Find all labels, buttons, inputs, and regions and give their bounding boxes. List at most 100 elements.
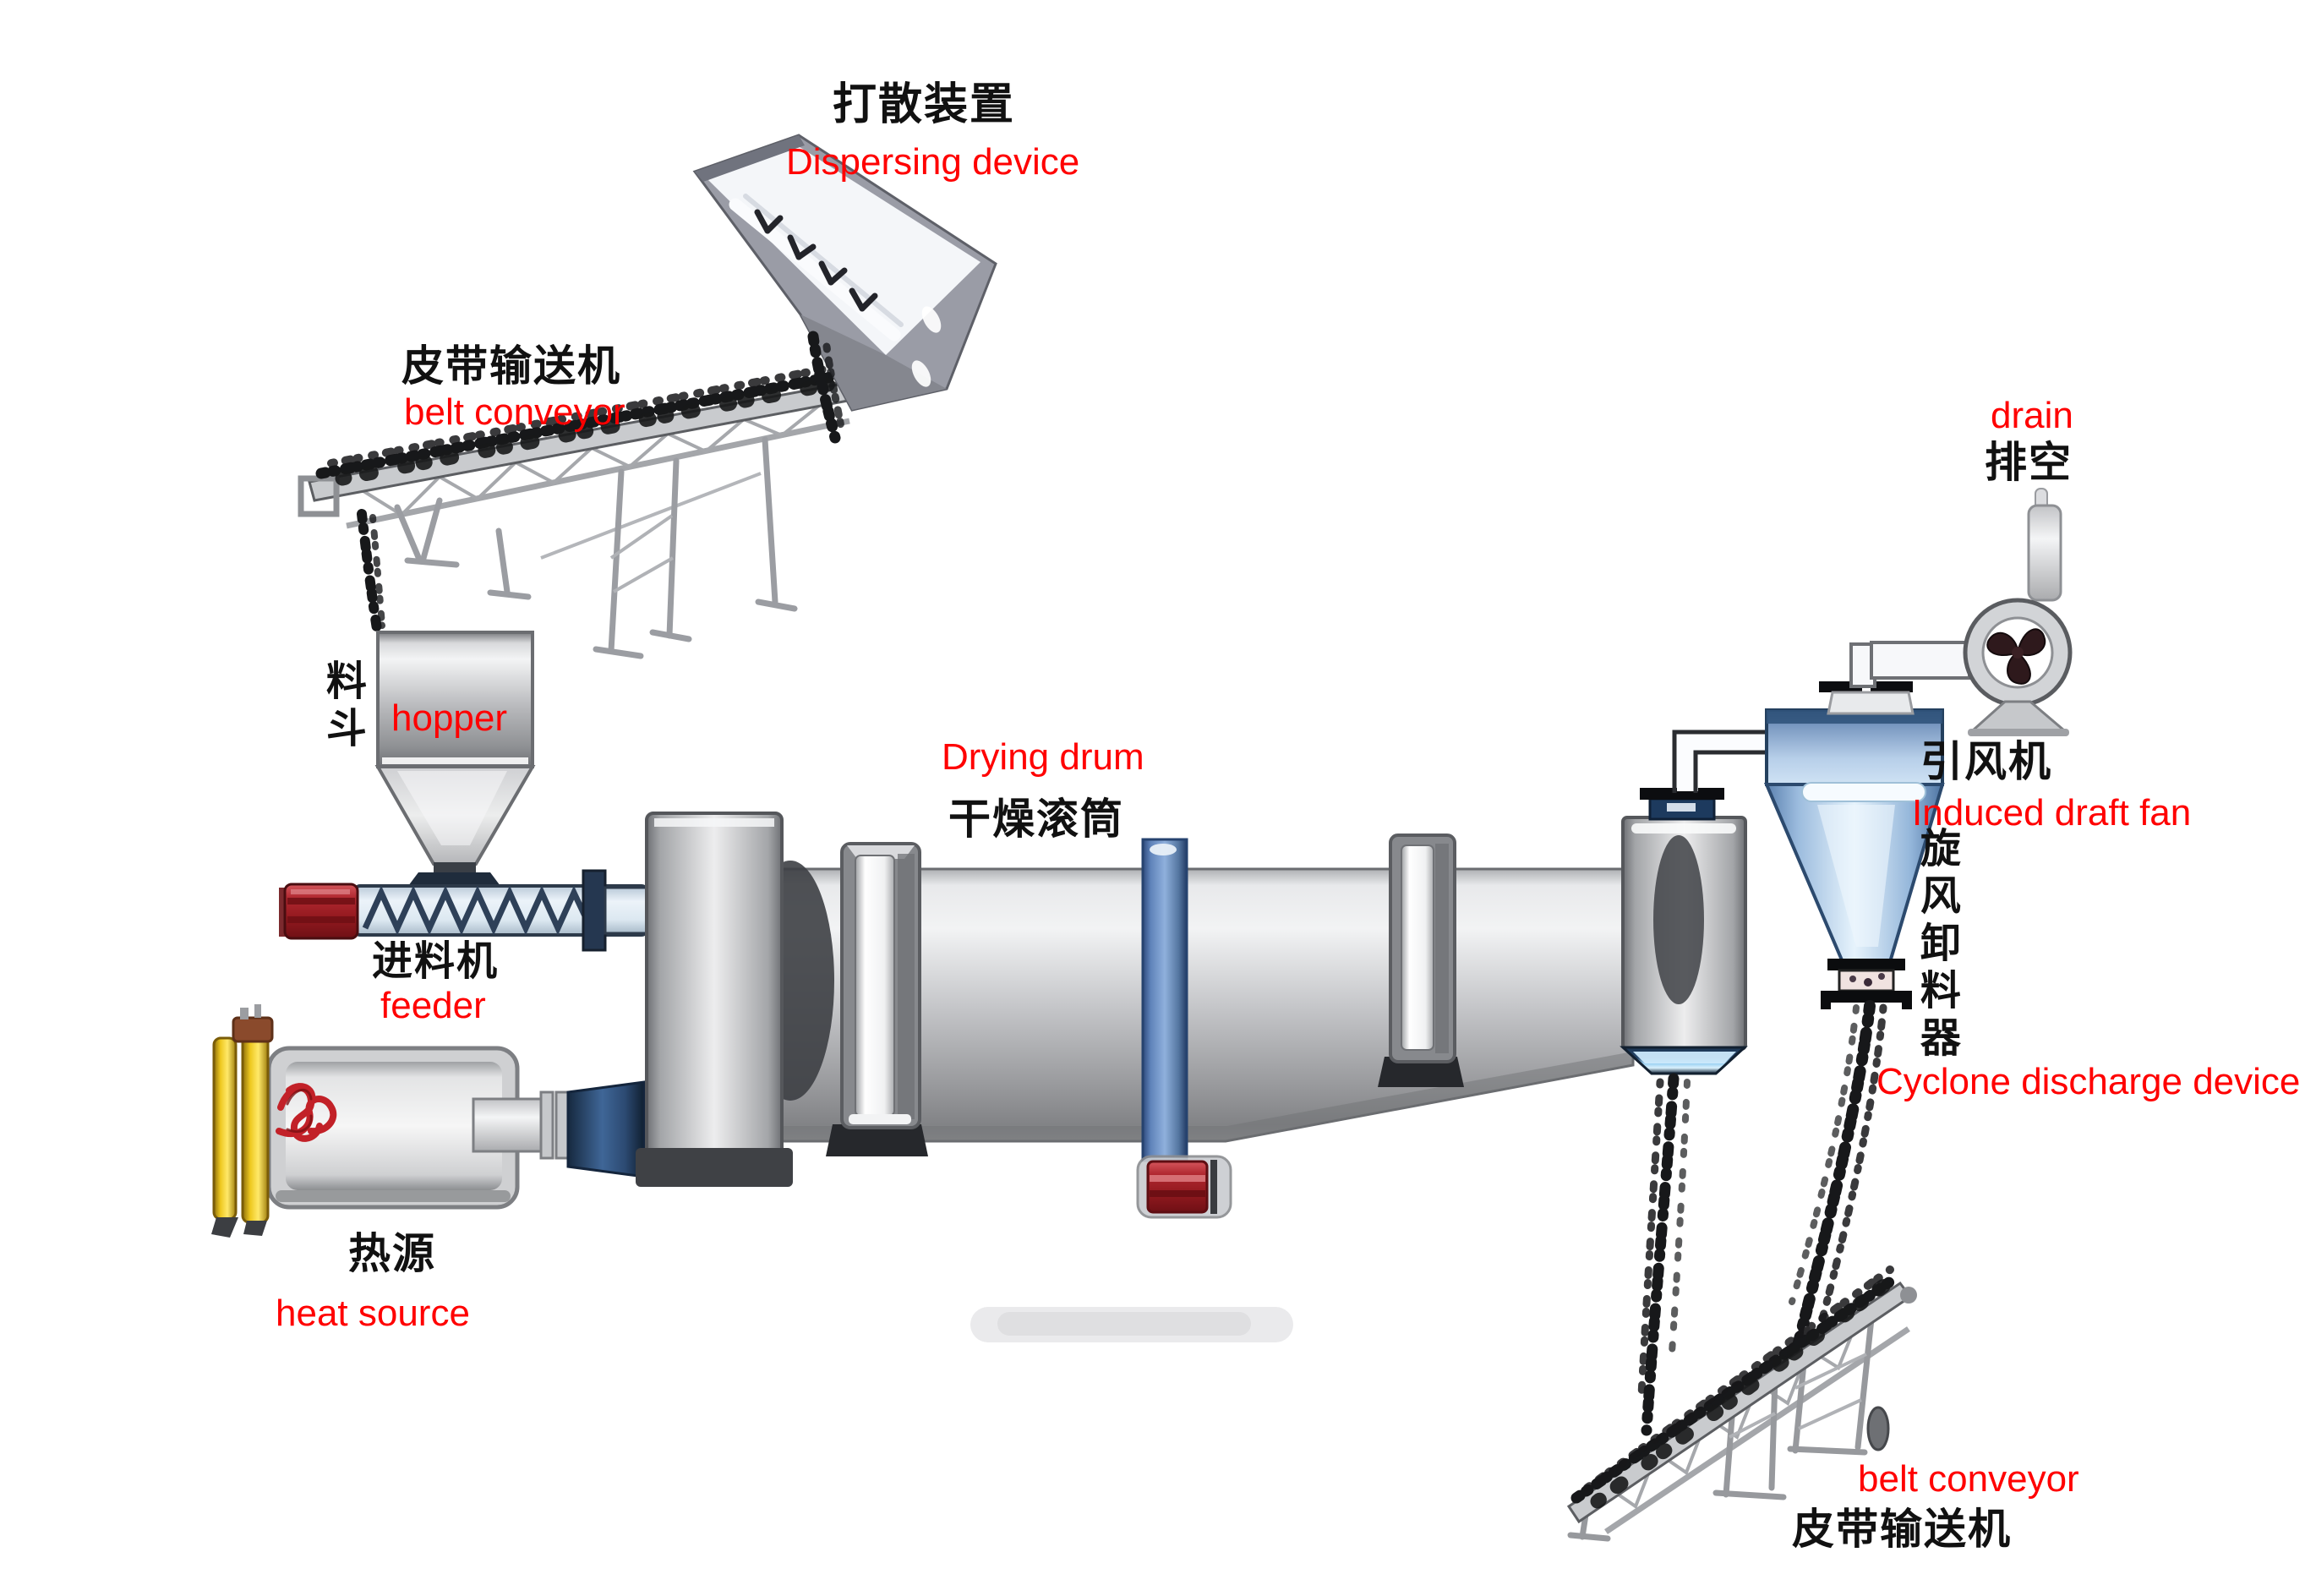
label-induced-draft-fan-en: Induced draft fan [1912,792,2192,834]
valve-speck [1849,976,1856,982]
flame-coil-shade [286,1089,313,1134]
label-cyclone-en: Cyclone discharge device [1876,1061,2301,1102]
stand-base [826,1124,928,1156]
feeder-motor-highlight [291,889,350,894]
heat-pipe-foot [243,1221,267,1236]
falling-material-from-drum [1637,1073,1691,1436]
hopper-bottom-glint [382,757,528,764]
discharge-top-glint [1631,823,1736,834]
label-heat-source-zh: 热源 [348,1230,436,1277]
conveyor-top-braces [609,514,674,593]
conveyor-bottom-braces [1729,1353,1867,1439]
conveyor-top-legs [394,436,798,659]
dispersing-box-rim [695,135,805,182]
label-drain-en: drain [1991,395,2073,436]
duct-flange-ring [554,1090,570,1160]
exhaust-duct [1672,730,1768,793]
drive-motor [1146,1160,1209,1214]
discharge-funnel-glow [1633,1052,1736,1063]
screw-feeder [279,869,651,952]
label-belt-conveyor-bottom-en: belt conveyor [1858,1458,2079,1500]
drive-motor-seam [1210,1160,1217,1214]
fan-foot [1968,729,2069,736]
cyclone-riser [1827,691,1915,715]
conveyor-top-tail-bracket [298,475,340,517]
dispersing-rotor-highlight [743,194,904,327]
valve-speck [1864,978,1872,987]
drum-stand-right [1378,834,1464,1087]
duct-flange-ring [539,1090,554,1160]
material-on-belt-bottom [1570,1265,1901,1509]
label-drying-drum-zh: 干燥滚筒 [948,795,1124,843]
stand-foot-glint [849,1114,911,1124]
dispersing-box-hole [911,360,931,387]
heat-source [211,1004,646,1238]
valve-flange-tab [1821,991,1831,1009]
label-hopper-en: hopper [391,697,508,739]
conveyor-bottom-rail [1604,1326,1910,1534]
fan-inlet-pipe [1870,641,1971,680]
heat-pipe-yellow [212,1036,238,1221]
hopper-neck-flange [408,872,500,886]
drum-standpipe [970,838,1293,1342]
falling-material-to-hopper [357,509,385,634]
dispersing-box-front-face [800,314,947,410]
label-feeder-en: feeder [380,985,486,1026]
induced-draft-fan [1963,488,2073,736]
label-belt-conveyor-top-zh: 皮带输送机 [401,342,621,390]
burner-fitting [240,1008,249,1019]
conveyor-top-rear-rail [540,472,762,560]
label-heat-source-en: heat source [276,1293,470,1334]
fan-inlet-duct [1819,641,1971,715]
stand-side-shade [1435,844,1449,1053]
feed-housing-base [636,1148,793,1187]
feeder-screw [362,885,592,936]
dispersing-rotor-paddles [754,209,878,312]
standpipe-top-highlight [1150,844,1177,855]
standpipe-blue [1141,838,1188,1162]
cyclone-cone-highlight [1817,805,1895,947]
label-dispersing-zh: 打散装置 [833,80,1016,129]
falling-material-from-cyclone [1789,1000,1887,1348]
belt-conveyor-bottom [1566,1265,1917,1542]
label-cyclone-zh: 旋风卸料器 [1913,827,1958,1063]
hopper [374,631,536,886]
label-hopper-zh: 料斗 [319,659,364,754]
feeder-outlet-flange [582,869,607,952]
valve-speck [1878,973,1885,980]
fan-base [1969,700,2068,732]
label-induced-draft-fan-zh: 引风机 [1920,738,2052,785]
stand-side-shade [898,854,915,1119]
heat-pipe-yellow [241,1030,270,1224]
head-pulley [1900,1287,1917,1304]
duct-outline-outer [1672,730,1768,793]
cyclone-discharge-device [1763,708,1945,1009]
feeder-outlet-stub [604,886,651,935]
dispersing-spill-stream [807,331,846,444]
feed-housing-body [645,812,784,1170]
riser-flange [1871,681,1913,692]
conveyor-wheel [1866,1406,1890,1451]
label-belt-conveyor-bottom-zh: 皮带输送机 [1792,1506,2012,1553]
drum-stand-left [826,842,928,1156]
valve-flange-tab [1902,991,1912,1009]
label-dispersing-en: Dispersing device [786,141,1080,183]
heat-pipe-foot [211,1217,238,1238]
label-drain-zh: 排空 [1985,439,2073,486]
stand-inner [1401,844,1434,1051]
burner-fitting [254,1004,261,1018]
exhaust-flange [1640,788,1724,800]
label-drying-drum-en: Drying drum [942,736,1144,778]
heat-source-base-shadow [276,1190,511,1202]
duct-bell-mouth [566,1080,646,1178]
label-belt-conveyor-top-en: belt conveyor [404,391,625,433]
label-feeder-zh: 进料机 [372,939,500,984]
drum-discharge-end-shade [1653,835,1704,1004]
stand-base [1378,1057,1464,1087]
duct-fill [1677,735,1767,791]
feed-end-housing [636,812,793,1187]
material-on-belt-top [315,361,855,486]
fan-blades [1986,628,2046,685]
